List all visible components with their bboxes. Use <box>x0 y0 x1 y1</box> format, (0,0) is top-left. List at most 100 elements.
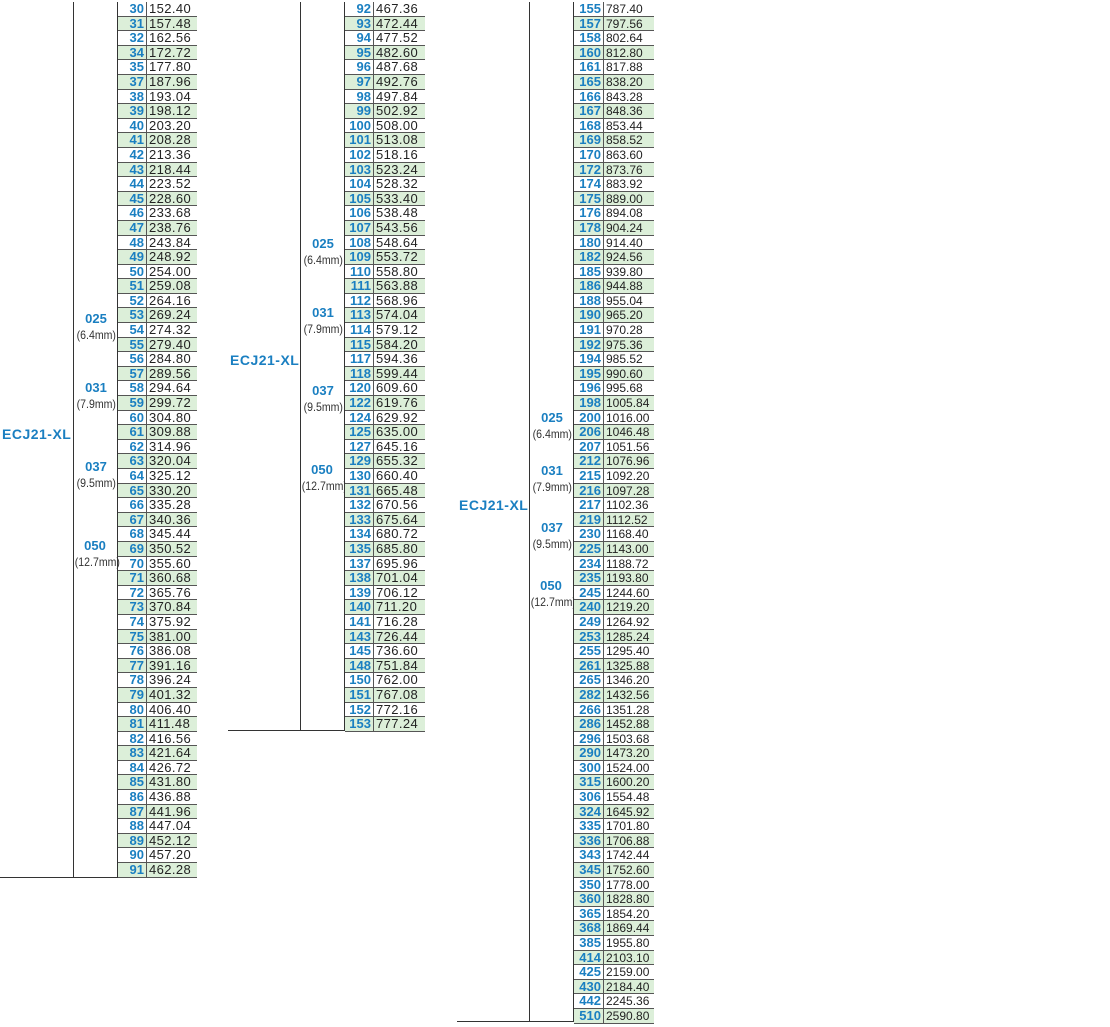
teeth-count: 79 <box>118 688 147 703</box>
teeth-count: 185 <box>574 264 604 280</box>
teeth-count: 139 <box>345 585 374 601</box>
pitch-length: 187.96 <box>147 75 197 90</box>
teeth-count: 360 <box>574 892 604 907</box>
teeth-count: 324 <box>574 804 604 820</box>
teeth-count: 56 <box>118 352 147 367</box>
pitch-length: 274.32 <box>147 323 197 338</box>
pitch-length: 447.04 <box>147 819 197 834</box>
pitch-length: 518.16 <box>374 148 425 163</box>
pitch-length: 157.48 <box>147 16 197 32</box>
teeth-count: 148 <box>345 658 374 674</box>
pitch-length: 767.08 <box>374 688 425 703</box>
teeth-count: 74 <box>118 615 147 630</box>
width-option: 031 (7.9mm) <box>76 380 116 411</box>
teeth-count: 125 <box>345 425 374 440</box>
teeth-count: 207 <box>574 440 604 455</box>
pitch-length: 528.32 <box>374 177 425 192</box>
pitch-length: 543.56 <box>374 221 425 236</box>
pitch-length: 162.56 <box>147 31 197 46</box>
teeth-count: 53 <box>118 308 147 324</box>
width-option: 031 (7.9mm) <box>303 305 343 336</box>
teeth-count: 182 <box>574 250 604 265</box>
teeth-count: 129 <box>345 454 374 469</box>
pitch-length: 1554.48 <box>604 790 654 805</box>
pitch-length: 193.04 <box>147 89 197 105</box>
width-option: 050 (12.7mm) <box>74 538 120 569</box>
pitch-length: 701.04 <box>374 571 425 586</box>
pitch-length: 355.60 <box>147 556 197 572</box>
teeth-count: 113 <box>345 308 374 324</box>
teeth-count: 157 <box>574 16 604 32</box>
pitch-length: 467.36 <box>374 2 425 17</box>
pitch-length: 843.28 <box>604 90 654 105</box>
pitch-length: 889.00 <box>604 191 654 207</box>
teeth-count: 286 <box>574 717 604 732</box>
pitch-length: 858.52 <box>604 133 654 148</box>
pitch-length: 914.40 <box>604 236 654 251</box>
pitch-length: 360.68 <box>147 571 197 586</box>
teeth-count: 169 <box>574 133 604 148</box>
teeth-count: 132 <box>345 498 374 513</box>
teeth-count: 96 <box>345 60 374 75</box>
belt-table-block-3: ECJ21-XL 025 (6.4mm) 031 (7.9mm) 037 (9.… <box>457 0 657 1027</box>
pitch-length: 594.36 <box>374 352 425 367</box>
pitch-length: 1742.44 <box>604 848 654 864</box>
pitch-length: 421.64 <box>147 746 197 761</box>
pitch-length: 1295.40 <box>604 644 654 659</box>
teeth-count: 300 <box>574 761 604 776</box>
pitch-length: 894.08 <box>604 206 654 221</box>
teeth-count: 255 <box>574 644 604 659</box>
teeth-count: 175 <box>574 191 604 207</box>
teeth-count: 63 <box>118 454 147 469</box>
pitch-length: 883.92 <box>604 177 654 192</box>
pitch-length: 375.92 <box>147 615 197 630</box>
teeth-count: 194 <box>574 352 604 367</box>
belt-table-block-1: ECJ21-XL 025 (6.4mm) 031 (7.9mm) 037 (9.… <box>0 0 200 880</box>
teeth-count: 215 <box>574 469 604 484</box>
pitch-length: 309.88 <box>147 425 197 440</box>
pitch-length: 1701.80 <box>604 819 654 834</box>
teeth-count: 35 <box>118 60 147 75</box>
teeth-count: 51 <box>118 279 147 294</box>
teeth-count: 75 <box>118 629 147 645</box>
